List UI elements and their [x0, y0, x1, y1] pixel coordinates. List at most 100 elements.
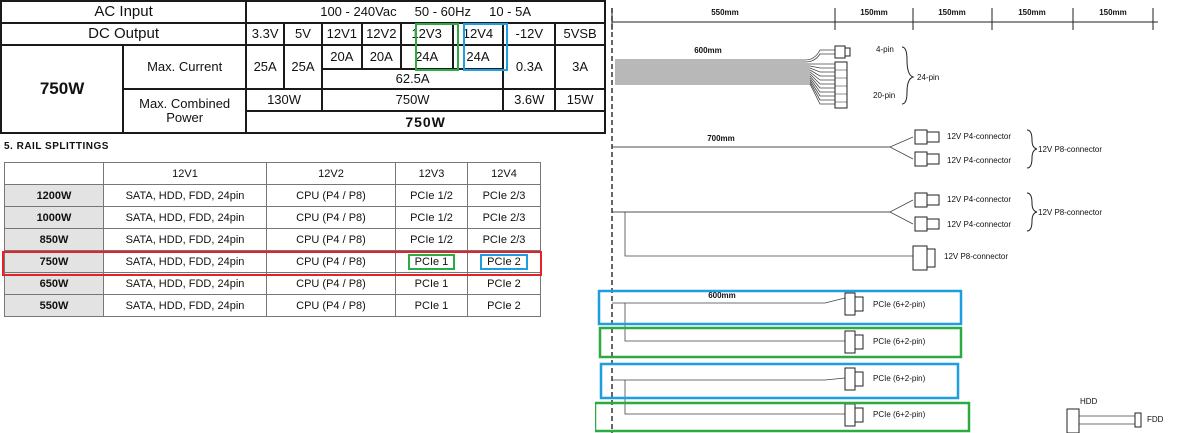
current-12v4: 24A: [451, 44, 505, 70]
pcie-highlight-blue-1: [597, 289, 963, 326]
pcie-label-2: PCIe (6+2-pin): [873, 337, 926, 346]
cell: SATA, HDD, FDD, 24pin: [103, 228, 267, 251]
cell: CPU (P4 / P8): [266, 272, 396, 295]
highlight-12v4-blue: [463, 23, 508, 71]
col-12v4: 12V4: [467, 162, 541, 185]
cell: CPU (P4 / P8): [266, 228, 396, 251]
wattage-label: 750W: [0, 44, 125, 134]
cell: PCIe 2/3: [467, 184, 541, 207]
pcie-label-3: PCIe (6+2-pin): [873, 374, 926, 383]
cell: SATA, HDD, FDD, 24pin: [103, 272, 267, 295]
power-neg12v: 3.6W: [502, 88, 557, 112]
row-model: 1000W: [4, 206, 104, 229]
cpu1-p8-label: 12V P8-connector: [1038, 145, 1102, 154]
cell: PCIe 1/2: [395, 184, 468, 207]
current-12v-combined: 62.5A: [320, 68, 505, 90]
atx-cable: [615, 49, 835, 105]
atx-20pin-label: 20-pin: [873, 91, 895, 100]
cpu2-p8-single-label: 12V P8-connector: [944, 252, 1008, 261]
rail-5v: 5V: [283, 22, 323, 46]
pcie-highlight-green-2: [595, 401, 971, 433]
cell: SATA, HDD, FDD, 24pin: [103, 184, 267, 207]
cpu1-length: 700mm: [707, 134, 735, 143]
atx-length: 600mm: [694, 46, 722, 55]
cell: CPU (P4 / P8): [266, 184, 396, 207]
cell: PCIe 2/3: [467, 206, 541, 229]
table-row: 750W SATA, HDD, FDD, 24pin CPU (P4 / P8)…: [4, 250, 541, 273]
ac-input-values: 100 - 240Vac 50 - 60Hz 10 - 5A: [245, 0, 606, 24]
rail-3v3: 3.3V: [245, 22, 286, 46]
dim-150a: 150mm: [860, 8, 888, 17]
row-model: 750W: [4, 250, 104, 273]
atx-connector: [834, 61, 848, 109]
power-total: 750W: [245, 110, 606, 134]
power-12v: 750W: [320, 88, 505, 112]
cpu-cable-2: [612, 199, 914, 257]
cell: PCIe 1/2: [395, 228, 468, 251]
rail-12v2: 12V2: [360, 22, 402, 46]
pcie1-highlighted: PCIe 1: [407, 253, 456, 270]
cpu1-p4b-label: 12V P4-connector: [947, 156, 1011, 165]
pcie2-highlighted: PCIe 2: [480, 253, 528, 270]
cell: PCIe 1: [395, 294, 468, 317]
dim-150c: 150mm: [1018, 8, 1046, 17]
highlight-750w-row-red: [2, 251, 542, 276]
hdd-label: HDD: [1080, 397, 1098, 406]
current-3v3: 25A: [245, 44, 286, 90]
power-5vsb: 15W: [554, 88, 606, 112]
dim-150d: 150mm: [1099, 8, 1127, 17]
pcie-highlight-blue-2: [599, 362, 960, 400]
col-12v2: 12V2: [266, 162, 396, 185]
rail-neg12v: -12V: [502, 22, 557, 46]
row-model: 850W: [4, 228, 104, 251]
pcie-highlight-green-1: [598, 326, 963, 359]
cpu2-p4a-label: 12V P4-connector: [947, 195, 1011, 204]
cpu2-p4b-label: 12V P4-connector: [947, 220, 1011, 229]
fdd-label: FDD: [1147, 415, 1164, 424]
pcie-cables: [612, 297, 846, 415]
hdd-connector: [1066, 408, 1080, 433]
current-5vsb: 3A: [554, 44, 606, 90]
cell: PCIe 2: [467, 294, 541, 317]
pcie-label-1: PCIe (6+2-pin): [873, 300, 926, 309]
cpu-cable-1: [612, 136, 914, 160]
row-model: 1200W: [4, 184, 104, 207]
row-model: 650W: [4, 272, 104, 295]
current-12v3: 24A: [399, 44, 454, 70]
rails-corner: [4, 162, 104, 185]
cell: CPU (P4 / P8): [266, 294, 396, 317]
atx-4pin-label: 4-pin: [876, 45, 894, 54]
cell: PCIe 2/3: [467, 228, 541, 251]
table-row: 550W SATA, HDD, FDD, 24pin CPU (P4 / P8)…: [4, 294, 541, 317]
max-combined-power-label: Max. Combined Power: [122, 88, 248, 134]
table-row: 1000W SATA, HDD, FDD, 24pin CPU (P4 / P8…: [4, 206, 541, 229]
col-12v1: 12V1: [103, 162, 267, 185]
cell: SATA, HDD, FDD, 24pin: [103, 206, 267, 229]
dim-550: 550mm: [711, 8, 739, 17]
rail-splittings-table: 12V1 12V2 12V3 12V4 1200W SATA, HDD, FDD…: [4, 162, 541, 317]
dimension-ruler: [611, 8, 1158, 30]
col-12v3: 12V3: [395, 162, 468, 185]
current-neg12v: 0.3A: [502, 44, 557, 90]
table-row: 1200W SATA, HDD, FDD, 24pin CPU (P4 / P8…: [4, 184, 541, 207]
pcie-length: 600mm: [708, 291, 736, 300]
rail-12v1: 12V1: [320, 22, 363, 46]
dim-150b: 150mm: [938, 8, 966, 17]
cpu2-p8-label: 12V P8-connector: [1038, 208, 1102, 217]
current-12v1: 20A: [320, 44, 363, 70]
cable-diagram: 550mm 150mm 150mm 150mm 150mm 600mm 4-pi…: [595, 8, 1164, 433]
max-current-label: Max. Current: [122, 44, 248, 90]
rail-splittings-title: 5. RAIL SPLITTINGS: [4, 141, 109, 152]
atx-24pin-label: 24-pin: [917, 73, 939, 82]
cpu1-p4a-label: 12V P4-connector: [947, 132, 1011, 141]
psu-spec-table: AC Input 100 - 240Vac 50 - 60Hz 10 - 5A …: [0, 0, 606, 134]
rail-12v3: 12V3: [399, 22, 454, 46]
rail-5vsb: 5VSB: [554, 22, 606, 46]
table-row: 850W SATA, HDD, FDD, 24pin CPU (P4 / P8)…: [4, 228, 541, 251]
cell: CPU (P4 / P8): [266, 206, 396, 229]
highlight-12v3-green: [415, 23, 459, 71]
ac-input-label: AC Input: [0, 0, 248, 24]
current-12v2: 20A: [360, 44, 402, 70]
current-5v: 25A: [283, 44, 323, 90]
dc-output-label: DC Output: [0, 22, 248, 46]
